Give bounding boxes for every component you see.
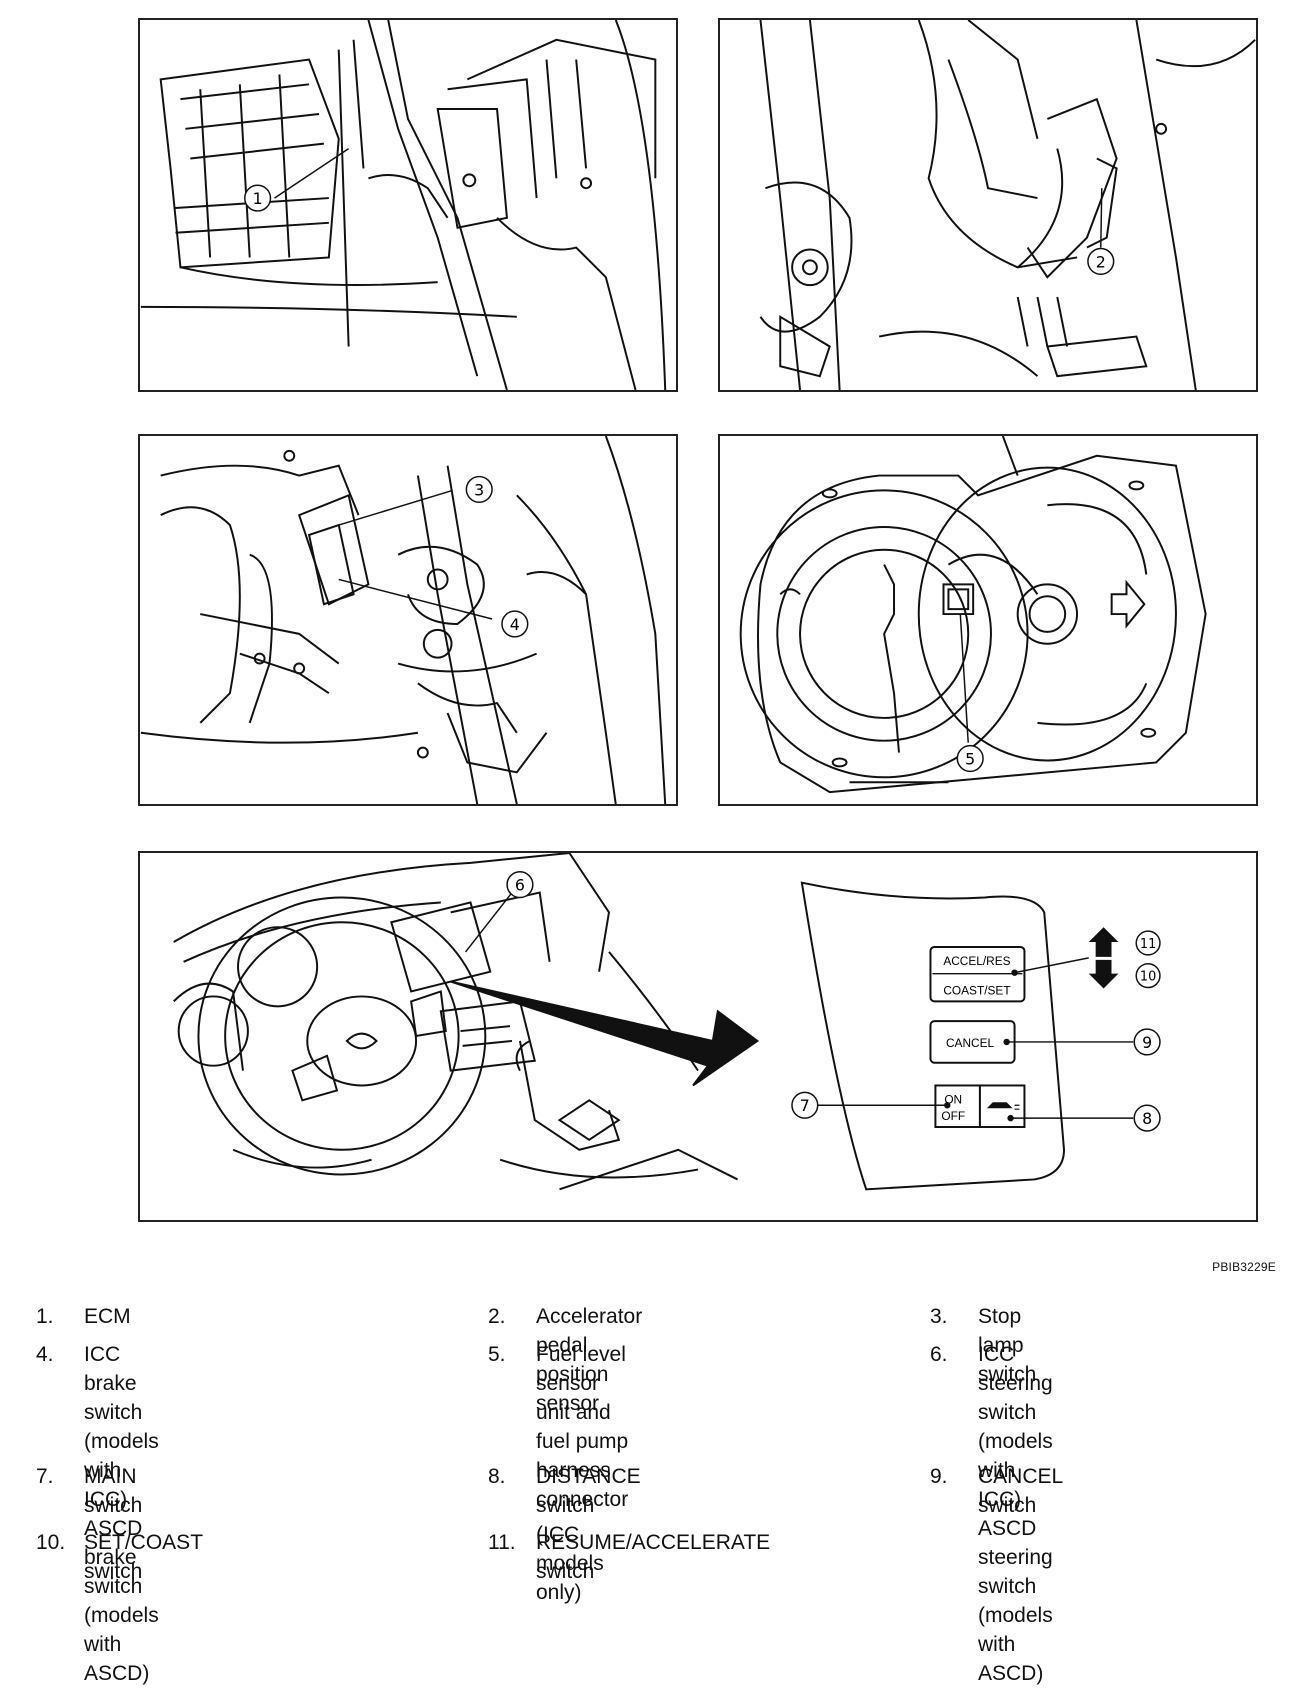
- cancel-label: CANCEL: [946, 1036, 995, 1050]
- legend-number: 3.: [930, 1305, 948, 1328]
- cancel-switch: CANCEL: [929, 1020, 1016, 1064]
- panel-fuel-level-sensor: 5: [718, 434, 1258, 806]
- distance-switch: [978, 1084, 1026, 1129]
- accel-res-label: ACCEL/RES: [943, 954, 1010, 968]
- callout-5: 5: [965, 749, 975, 768]
- callout-10: 10: [1140, 970, 1156, 985]
- callout-11: 11: [1140, 937, 1156, 952]
- legend-number: 1.: [36, 1305, 54, 1328]
- legend-number: 6.: [930, 1343, 948, 1366]
- legend: 1. ECM 2. Accelerator pedal position sen…: [0, 1302, 1312, 1685]
- legend-text: Stop lamp switch: [978, 1305, 1037, 1386]
- legend-number: 8.: [488, 1465, 506, 1488]
- panel-stop-lamp-switch: 3 4: [138, 434, 678, 806]
- legend-text: CANCEL switch: [978, 1465, 1063, 1517]
- legend-text: ECM: [84, 1305, 131, 1328]
- accel-coast-switch: ACCEL/RES COAST/SET: [929, 945, 1026, 1003]
- stop-lamp-switch-illustration: 3 4: [140, 436, 667, 804]
- legend-number: 9.: [930, 1465, 948, 1488]
- legend-text: Accelerator pedal position sensor: [536, 1305, 643, 1415]
- coast-set-label: COAST/SET: [943, 983, 1010, 997]
- legend-text: SET/COAST switch: [84, 1531, 203, 1583]
- legend-number: 7.: [36, 1465, 54, 1488]
- off-label: OFF: [941, 1109, 965, 1123]
- legend-number: 4.: [36, 1343, 54, 1366]
- panel-ecm: 1: [138, 18, 678, 392]
- callout-2: 2: [1096, 252, 1106, 271]
- legend-number: 2.: [488, 1305, 506, 1328]
- legend-text: MAIN switch: [84, 1465, 143, 1517]
- car-distance-icon: [986, 1102, 1013, 1109]
- panel-accelerator-sensor: 2: [718, 18, 1258, 392]
- callout-4: 4: [510, 615, 520, 634]
- accelerator-sensor-illustration: 2: [759, 20, 1256, 390]
- legend-number: 11.: [488, 1531, 516, 1554]
- callout-9: 9: [1142, 1033, 1152, 1052]
- legend-text: Fuel level sensor unit and fuel pump har…: [536, 1343, 629, 1511]
- figure-id: PBIB3229E: [1212, 1260, 1276, 1274]
- legend-number: 10.: [36, 1531, 66, 1554]
- steering-switch-illustration: 6 ACCEL/RES COAST/SET CANCEL ON OFF: [173, 853, 1161, 1191]
- arrow-up-icon: [1088, 927, 1119, 957]
- legend-text: DISTANCE switch (ICC models only): [536, 1465, 641, 1604]
- callout-7: 7: [800, 1096, 810, 1115]
- legend-text: RESUME/ACCELERATE switch: [536, 1531, 771, 1583]
- panel-steering-switch: 6 ACCEL/RES COAST/SET CANCEL ON OFF: [138, 851, 1258, 1222]
- arrow-down-icon: [1088, 959, 1119, 989]
- main-switch: ON OFF: [934, 1084, 981, 1129]
- callout-1: 1: [253, 189, 263, 208]
- callout-3: 3: [474, 480, 484, 499]
- ecm-illustration: 1: [140, 20, 667, 390]
- legend-number: 5.: [488, 1343, 506, 1366]
- callout-8: 8: [1142, 1109, 1152, 1128]
- callout-6: 6: [515, 876, 525, 895]
- fuel-level-sensor-illustration: 5: [739, 436, 1207, 794]
